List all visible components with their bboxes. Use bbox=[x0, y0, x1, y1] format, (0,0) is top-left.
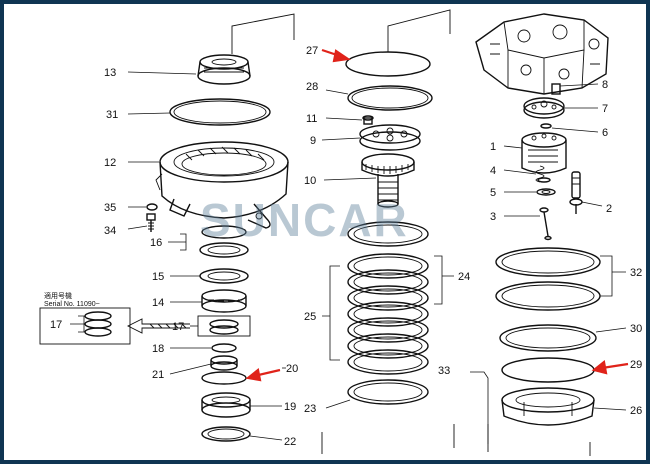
label-19: 19 bbox=[284, 401, 296, 413]
label-17-left: 17 bbox=[50, 319, 62, 331]
part-13-bearing bbox=[197, 54, 251, 85]
watermark: SUNCAR bbox=[200, 194, 409, 246]
part-16-seal bbox=[199, 225, 249, 258]
part-10-gear-shaft bbox=[361, 153, 415, 208]
part-3-pin bbox=[539, 207, 552, 241]
label-17-right: 17 bbox=[172, 321, 184, 333]
assembly-bracket-bottom-right bbox=[487, 424, 591, 456]
label-1: 1 bbox=[490, 141, 496, 153]
part-31-o-ring bbox=[169, 98, 271, 126]
part-29-o-ring bbox=[501, 357, 595, 383]
label-33: 33 bbox=[438, 365, 450, 377]
part-2-piston bbox=[569, 171, 583, 214]
part-19-seal bbox=[201, 392, 251, 418]
label-11: 11 bbox=[306, 113, 317, 125]
label-13: 13 bbox=[104, 67, 116, 79]
replacement-arrow bbox=[126, 318, 190, 334]
label-29: 29 bbox=[630, 359, 642, 371]
label-15: 15 bbox=[152, 271, 164, 283]
label-10: 10 bbox=[304, 175, 316, 187]
label-9: 9 bbox=[310, 135, 316, 147]
part-12-housing bbox=[155, 141, 289, 229]
assembly-bracket-top-mid bbox=[387, 9, 451, 52]
label-26: 26 bbox=[630, 405, 642, 417]
label-22: 22 bbox=[284, 436, 296, 448]
label-30: 30 bbox=[630, 323, 642, 335]
exploded-parts-diagram: 13 31 12 35 34 16 15 bbox=[39, 9, 642, 456]
part-22-ring bbox=[201, 426, 251, 442]
label-20: 20 bbox=[286, 363, 298, 375]
part-7-plate bbox=[523, 97, 565, 119]
highlight-arrow-29 bbox=[601, 362, 629, 370]
part-plate-stack bbox=[347, 221, 429, 375]
label-3: 3 bbox=[490, 211, 496, 223]
label-21: 21 bbox=[152, 369, 164, 381]
serial-box bbox=[39, 307, 131, 345]
part-17-seal-set bbox=[84, 311, 112, 337]
part-23-plate bbox=[347, 379, 429, 405]
part-20-o-ring bbox=[201, 371, 247, 385]
part-11-pin bbox=[362, 115, 374, 125]
label-2: 2 bbox=[606, 203, 612, 215]
label-5: 5 bbox=[490, 187, 496, 199]
label-32: 32 bbox=[630, 267, 642, 279]
part-5-washer bbox=[536, 188, 556, 196]
label-31: 31 bbox=[106, 109, 118, 121]
part-8-pin bbox=[551, 83, 561, 95]
part-18-ring bbox=[211, 343, 237, 353]
part-32-ring-a bbox=[495, 247, 601, 277]
part-6-ring bbox=[540, 123, 552, 129]
label-35: 35 bbox=[104, 202, 116, 214]
serial-note-line1: 適用号機 bbox=[44, 291, 72, 300]
serial-note-line2: Serial No. 11090~ bbox=[44, 301, 100, 308]
part-14-bearing bbox=[201, 289, 247, 313]
part-27-o-ring bbox=[345, 51, 431, 77]
label-24: 24 bbox=[458, 271, 470, 283]
label-18: 18 bbox=[152, 343, 164, 355]
label-7: 7 bbox=[602, 103, 608, 115]
label-34: 34 bbox=[104, 225, 116, 237]
label-25: 25 bbox=[304, 311, 316, 323]
lead-33 bbox=[470, 371, 489, 444]
part-4-spring bbox=[535, 165, 551, 183]
label-4: 4 bbox=[490, 165, 496, 177]
label-6: 6 bbox=[602, 127, 608, 139]
part-motor-block bbox=[475, 13, 609, 95]
assembly-bracket-top-left bbox=[231, 13, 295, 54]
label-27: 27 bbox=[306, 45, 318, 57]
part-9-carrier bbox=[359, 124, 421, 151]
part-32-ring-b bbox=[495, 281, 601, 311]
part-15-ring bbox=[199, 268, 249, 284]
part-1-cylinder-block bbox=[521, 132, 567, 174]
label-16: 16 bbox=[150, 237, 162, 249]
part-28-ring bbox=[347, 85, 433, 111]
part-34-bolt bbox=[146, 213, 156, 232]
assembly-bracket-bottom-mid bbox=[321, 424, 455, 454]
part-30-ring bbox=[499, 324, 597, 352]
part-35-washer bbox=[146, 203, 158, 211]
label-8: 8 bbox=[602, 79, 608, 91]
label-14: 14 bbox=[152, 297, 164, 309]
part-26-cover bbox=[501, 387, 595, 426]
label-28: 28 bbox=[306, 81, 318, 93]
label-12: 12 bbox=[104, 157, 116, 169]
part-21-bearing bbox=[210, 355, 238, 371]
label-23: 23 bbox=[304, 403, 316, 415]
